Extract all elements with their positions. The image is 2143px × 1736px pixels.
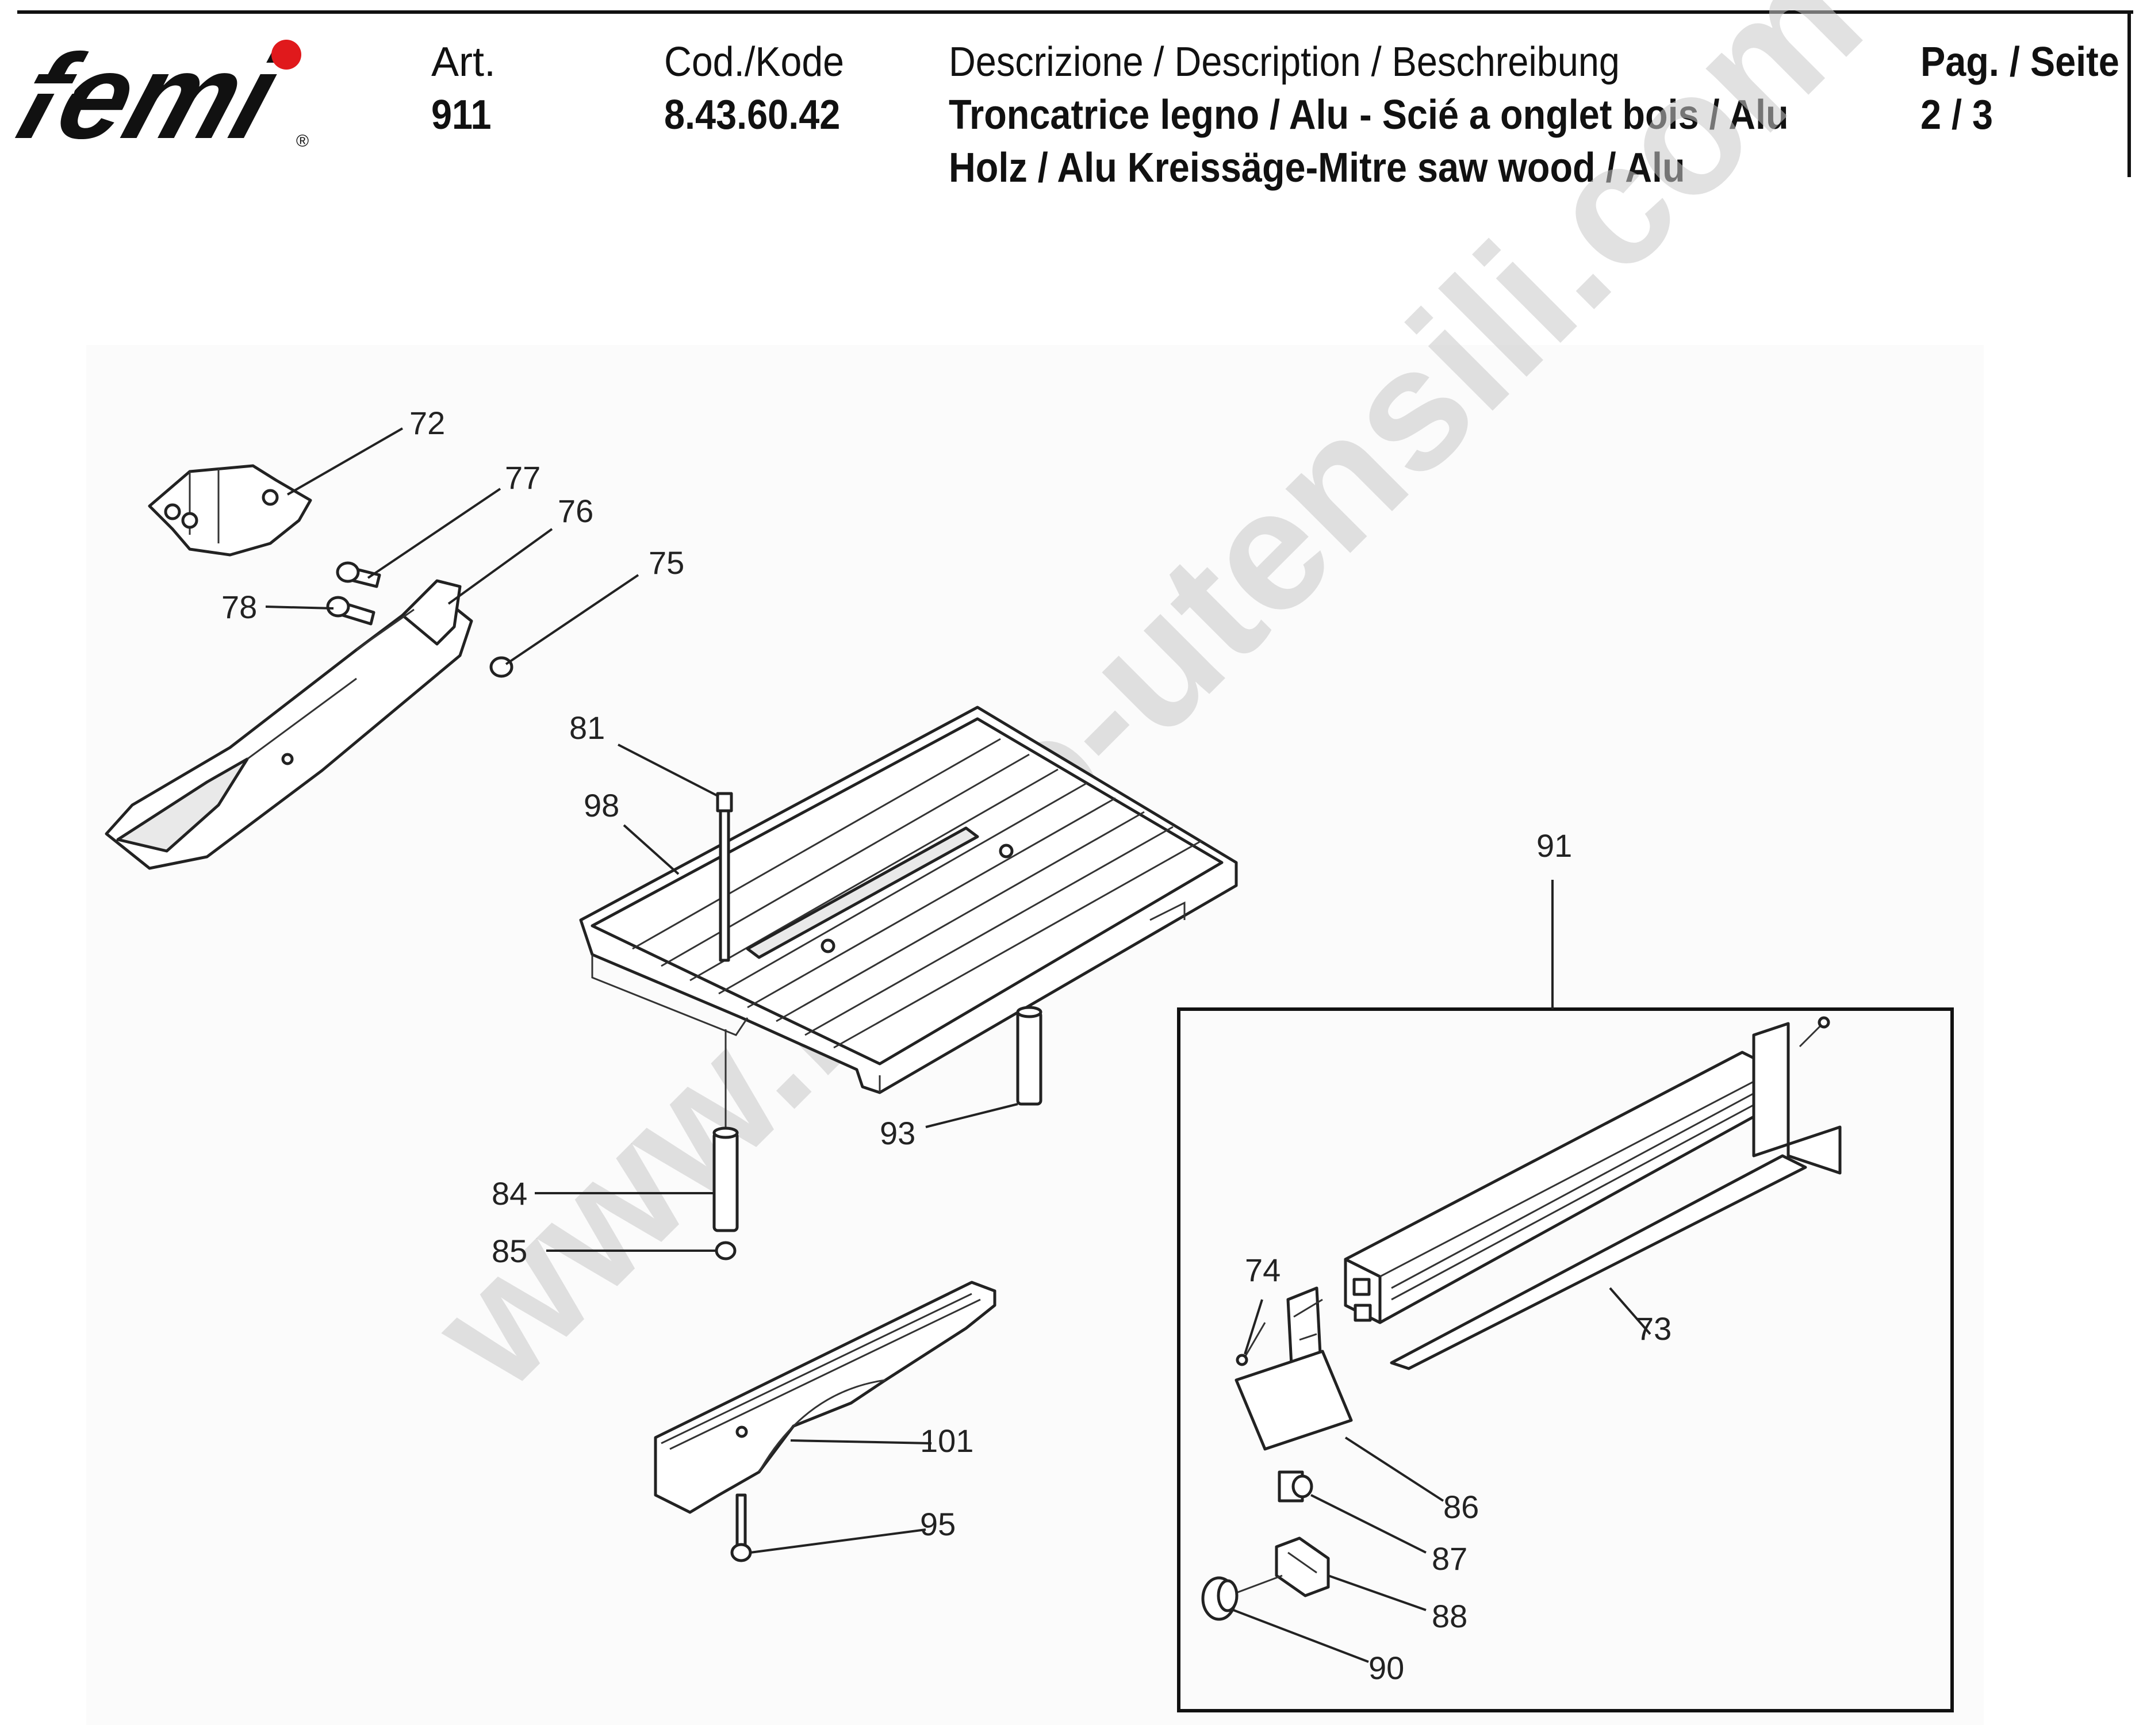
part-93-leg [1016, 1006, 1042, 1106]
code-value: 8.43.60.42 [664, 92, 841, 138]
callout-86: 86 [1443, 1489, 1479, 1525]
callout-101: 101 [920, 1423, 973, 1459]
part-77-78-screws [326, 561, 381, 626]
callout-75: 75 [649, 545, 684, 581]
callout-77: 77 [505, 459, 540, 496]
callout-74: 74 [1245, 1252, 1281, 1288]
part-73-fence-profile [1344, 1016, 1842, 1370]
part-72-guard-cap [148, 464, 312, 557]
art-column: Art. 911 [431, 36, 498, 141]
callout-76: 76 [558, 493, 593, 529]
registered-mark: ® [296, 132, 309, 151]
callout-84: 84 [492, 1175, 527, 1212]
callout-78: 78 [221, 589, 257, 625]
callout-93: 93 [880, 1115, 915, 1151]
part-87-washer [1278, 1470, 1313, 1503]
callout-87: 87 [1432, 1540, 1467, 1577]
leader-lines [265, 427, 1651, 1663]
description-line-1: Troncatrice legno / Alu - Scié a onglet … [949, 92, 1789, 138]
page-label: Pag. / Seite [1920, 39, 2119, 85]
description-label: Descrizione / Description / Beschreibung [949, 39, 1620, 85]
part-85-cap [715, 1241, 737, 1260]
page-column: Pag. / Seite 2 / 3 [1920, 36, 2141, 141]
callout-numbers: 72 77 76 75 78 81 98 91 93 84 85 74 73 1… [221, 405, 1672, 1686]
callout-88: 88 [1432, 1598, 1467, 1634]
part-81-bolt [716, 792, 733, 962]
part-74-screw [1236, 1322, 1266, 1366]
fence-assembly-box-91 [1177, 1007, 1954, 1712]
part-95-screw [730, 1493, 752, 1562]
part-98-table-plate [579, 706, 1238, 1094]
logo-text: femi [11, 29, 297, 161]
logo-red-dot [271, 40, 301, 70]
callout-98: 98 [584, 787, 619, 823]
part-101-extension-support [654, 1281, 996, 1514]
part-90-knob [1201, 1574, 1283, 1621]
header-top-rule [17, 10, 2133, 14]
callout-91: 91 [1536, 827, 1572, 864]
header-right-rule [2127, 10, 2131, 177]
code-label: Cod./Kode [664, 39, 845, 85]
description-column: Descrizione / Description / Beschreibung… [949, 36, 1882, 194]
callout-73: 73 [1636, 1310, 1672, 1347]
art-label: Art. [431, 39, 496, 85]
callout-90: 90 [1368, 1650, 1404, 1686]
header: femi ® Art. 911 Cod./Kode 8.43.60.42 Des… [0, 0, 2143, 191]
description-line-2: Holz / Alu Kreissäge-Mitre saw wood / Al… [949, 145, 1685, 191]
part-84-leg [712, 1029, 739, 1232]
watermark-text: www.brico-utensili.com [393, 0, 1896, 1425]
part-86-fence-bracket [1235, 1286, 1353, 1451]
art-value: 911 [431, 92, 492, 138]
part-76-guard-arm [105, 579, 473, 870]
page-value: 2 / 3 [1920, 92, 1994, 138]
callout-81: 81 [569, 710, 605, 746]
callout-72: 72 [409, 405, 445, 441]
part-75-nut [489, 656, 513, 678]
code-column: Cod./Kode 8.43.60.42 [664, 36, 860, 141]
femi-logo: femi ® [11, 29, 309, 161]
callout-95: 95 [920, 1506, 956, 1542]
part-88-clamp-plate [1275, 1536, 1330, 1597]
callout-85: 85 [492, 1233, 527, 1269]
